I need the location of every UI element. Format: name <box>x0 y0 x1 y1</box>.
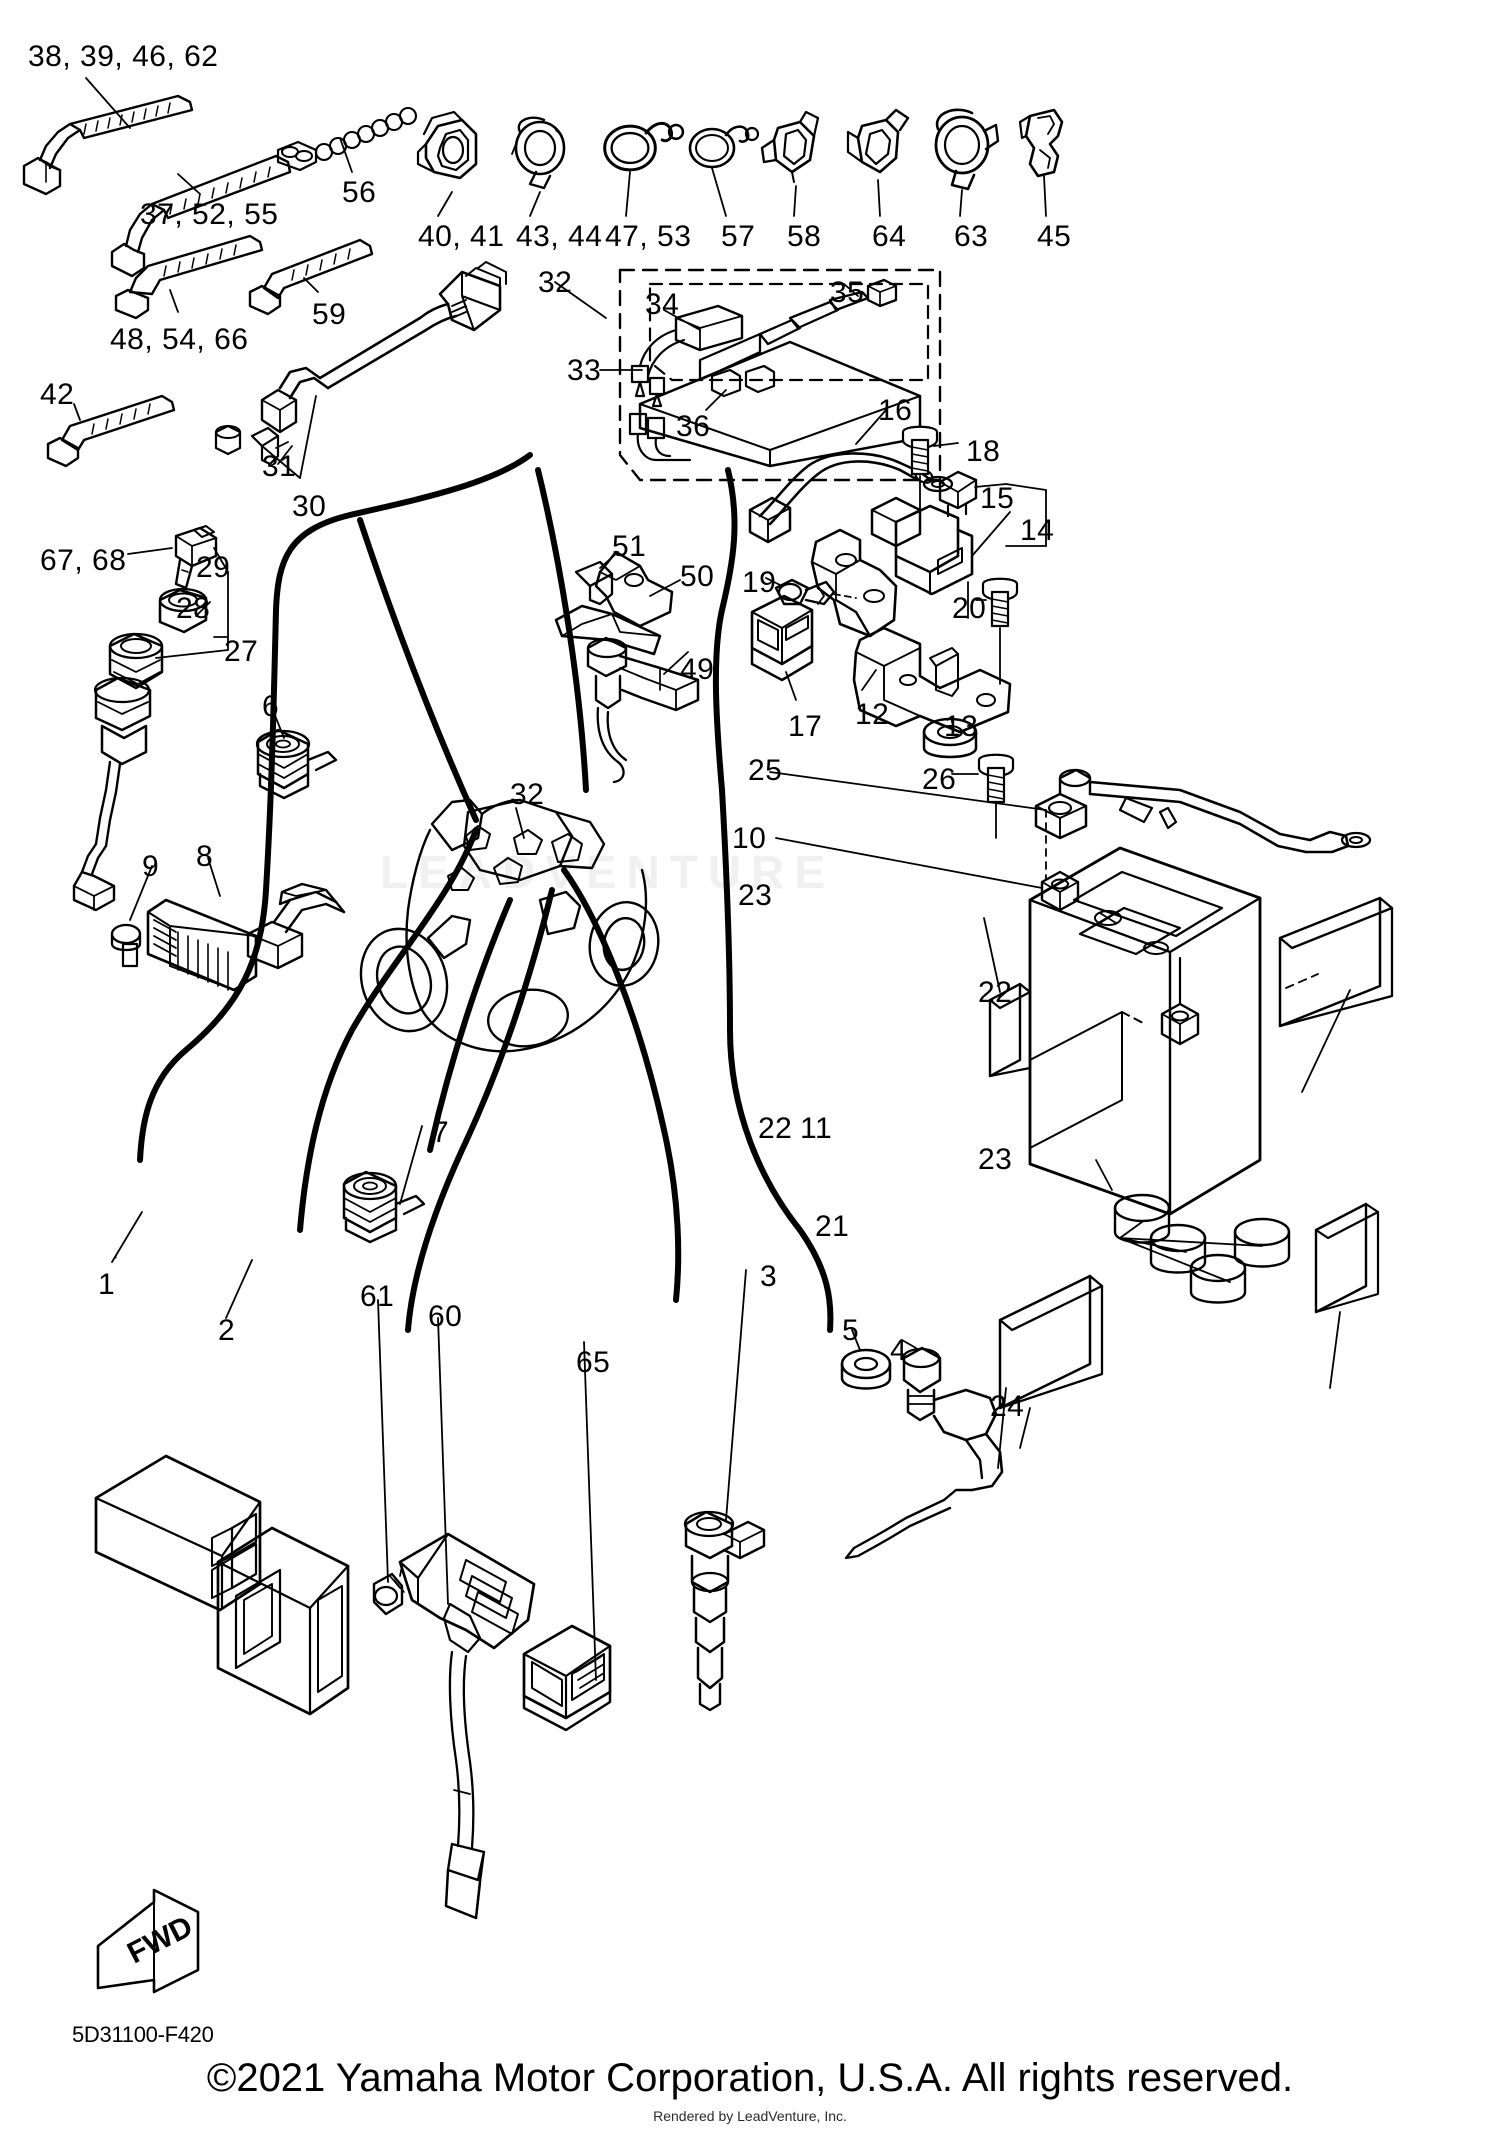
callout-29: 29 <box>196 551 231 584</box>
callout-25: 25 <box>748 754 783 787</box>
callout-8: 8 <box>196 840 214 873</box>
callout-63: 63 <box>954 220 989 253</box>
callout-15: 15 <box>980 482 1015 515</box>
callout-17: 17 <box>788 710 823 743</box>
callout-59: 59 <box>312 298 347 331</box>
copyright-notice: ©2021 Yamaha Motor Corporation, U.S.A. A… <box>206 2056 1294 2100</box>
callout-67-68: 67, 68 <box>40 544 127 577</box>
callout-2: 2 <box>218 1314 236 1347</box>
callout-57: 57 <box>721 220 756 253</box>
rendered-by-notice: Rendered by LeadVenture, Inc. <box>653 2108 847 2124</box>
callout-14: 14 <box>1020 514 1055 547</box>
callout-64: 64 <box>872 220 907 253</box>
callout-49: 49 <box>680 653 715 686</box>
callout-32-harness: 32 <box>510 778 545 811</box>
callout-48-54-66: 48, 54, 66 <box>110 323 249 356</box>
callout-18: 18 <box>966 435 1001 468</box>
callout-27: 27 <box>224 635 259 668</box>
callout-30: 30 <box>292 490 327 523</box>
callout-10: 10 <box>732 822 767 855</box>
callout-28: 28 <box>176 592 211 625</box>
callout-56: 56 <box>342 176 377 209</box>
callout-40-41: 40, 41 <box>418 220 505 253</box>
callout-1: 1 <box>98 1268 116 1301</box>
callout-20: 20 <box>952 592 987 625</box>
callout-33: 33 <box>567 354 602 387</box>
diagram-code: 5D31100-F420 <box>72 2022 214 2047</box>
callout-37-52-55: 37, 52, 55 <box>140 198 279 231</box>
callout-9: 9 <box>142 850 160 883</box>
callout-43-44: 43, 44 <box>516 220 603 253</box>
callout-26: 26 <box>922 763 957 796</box>
callout-45: 45 <box>1037 220 1072 253</box>
callout-51: 51 <box>612 530 647 563</box>
callout-5: 5 <box>842 1314 860 1347</box>
callout-34: 34 <box>645 288 680 321</box>
callout-61: 61 <box>360 1280 395 1313</box>
callout-36: 36 <box>676 410 711 443</box>
callout-38-39-46-62: 38, 39, 46, 62 <box>28 40 219 73</box>
callout-31: 31 <box>262 450 297 483</box>
callout-47-53: 47, 53 <box>605 220 692 253</box>
callout-50: 50 <box>680 560 715 593</box>
callout-11: 11 <box>800 1112 833 1145</box>
callout-35: 35 <box>830 276 865 309</box>
callout-23-second: 23 <box>978 1143 1013 1176</box>
callout-22-second: 22 <box>758 1112 793 1145</box>
callout-24: 24 <box>990 1390 1025 1423</box>
callout-4: 4 <box>890 1334 908 1367</box>
callout-65: 65 <box>576 1346 611 1379</box>
callout-23: 23 <box>738 879 773 912</box>
callout-58: 58 <box>787 220 822 253</box>
callout-22: 22 <box>978 976 1013 1009</box>
callout-3: 3 <box>760 1260 778 1293</box>
callout-32-group: 32 <box>538 266 573 299</box>
callout-16: 16 <box>878 394 913 427</box>
callout-21: 21 <box>815 1210 850 1243</box>
callout-6: 6 <box>262 690 280 723</box>
callout-42: 42 <box>40 378 75 411</box>
callout-7: 7 <box>432 1116 450 1149</box>
callout-13: 13 <box>944 710 979 743</box>
callout-12: 12 <box>855 698 890 731</box>
callout-60: 60 <box>428 1300 463 1333</box>
callout-19: 19 <box>742 566 777 599</box>
